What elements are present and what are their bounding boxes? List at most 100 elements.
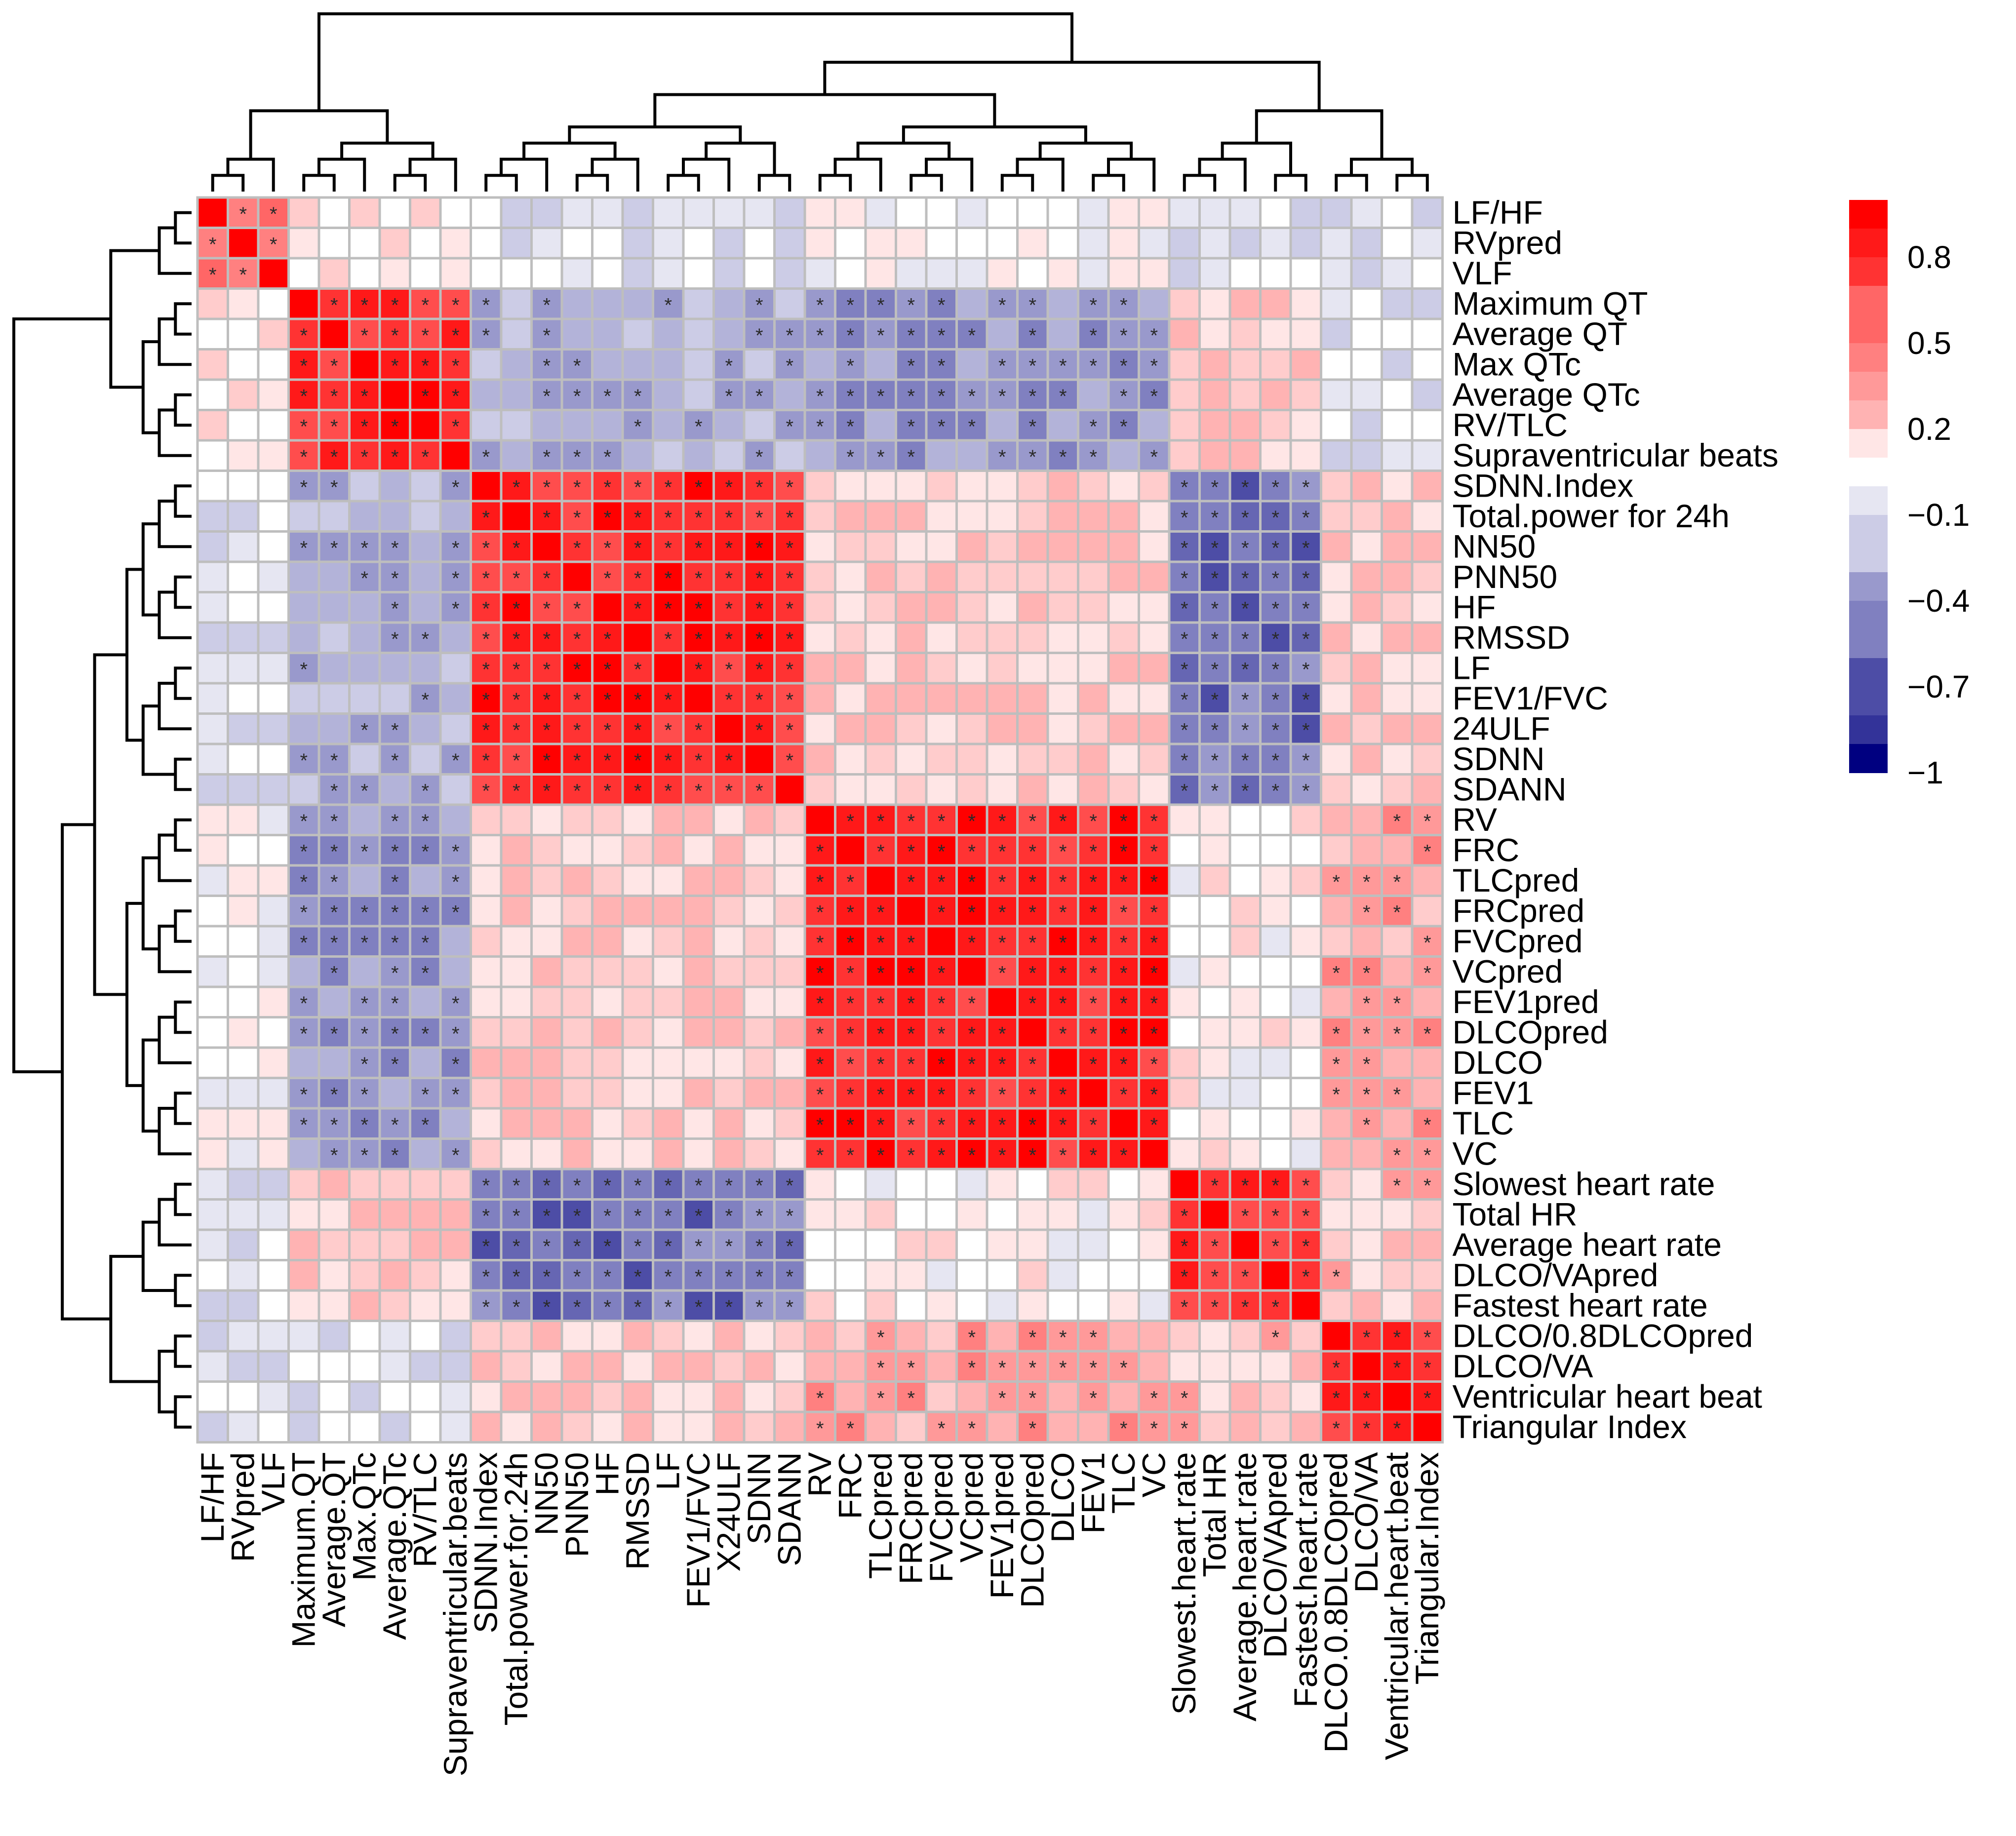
significance-star: * (603, 719, 611, 741)
heatmap-cell (1289, 1410, 1322, 1444)
heatmap-cell (257, 1077, 290, 1110)
heatmap-cell (925, 1259, 958, 1292)
significance-star: * (755, 446, 763, 468)
heatmap-cell (1046, 652, 1079, 685)
heatmap-cell (317, 1350, 351, 1383)
heatmap-cell (743, 895, 776, 928)
significance-star: * (998, 1114, 1006, 1136)
heatmap-cell (773, 1228, 806, 1261)
column-label: Fastest.heart.rate (1287, 1452, 1324, 1708)
heatmap-cell (1138, 955, 1171, 988)
significance-star: * (846, 1084, 854, 1105)
heatmap-cell (1168, 439, 1201, 472)
heatmap-cell (773, 378, 806, 411)
heatmap-cell (470, 652, 503, 685)
heatmap-cell (470, 196, 503, 229)
significance-star: * (1120, 871, 1128, 893)
significance-star: * (1059, 1144, 1067, 1166)
heatmap-cell (317, 1289, 351, 1322)
significance-star: * (1271, 598, 1279, 620)
significance-star: * (1181, 1387, 1188, 1409)
heatmap-cell (348, 469, 381, 503)
significance-star: * (1363, 962, 1371, 984)
heatmap-cell (257, 712, 290, 745)
heatmap-cell (773, 773, 806, 806)
heatmap-cell (955, 1168, 988, 1201)
heatmap-cell (1259, 1046, 1292, 1079)
heatmap-cell (409, 1410, 442, 1444)
heatmap-cell (470, 955, 503, 988)
heatmap-cell (1320, 196, 1353, 229)
heatmap-cell (955, 742, 988, 776)
significance-star: * (816, 416, 824, 437)
heatmap-cell (652, 1320, 685, 1353)
heatmap-cell (1168, 560, 1201, 593)
heatmap-cell (287, 1137, 320, 1171)
significance-star: * (968, 325, 976, 347)
colorbar-segment (1849, 229, 1888, 258)
column-label: RMSSD (619, 1452, 656, 1570)
heatmap-cell (560, 1016, 593, 1049)
heatmap-cell (1259, 287, 1292, 320)
heatmap-cell (560, 1380, 593, 1413)
significance-star: * (330, 446, 338, 468)
heatmap-cell (439, 803, 472, 836)
heatmap-cell (1138, 1410, 1171, 1444)
heatmap-cell (409, 1289, 442, 1322)
heatmap-cell (803, 1380, 836, 1413)
heatmap-cell (803, 1320, 836, 1353)
significance-star: * (1028, 1327, 1036, 1348)
heatmap-cell (864, 621, 897, 654)
heatmap-cell (1107, 317, 1140, 351)
heatmap-cell (682, 378, 715, 411)
significance-star: * (573, 476, 581, 498)
heatmap-cell (1289, 803, 1322, 836)
heatmap-cell (196, 621, 229, 654)
significance-star: * (664, 1175, 672, 1197)
heatmap-cell (500, 378, 533, 411)
heatmap-cell (682, 985, 715, 1018)
colorbar-segment (1849, 544, 1888, 573)
significance-star: * (877, 1144, 885, 1166)
heatmap-cell (834, 227, 867, 260)
heatmap-cell (682, 287, 715, 320)
heatmap-cell (1107, 500, 1140, 533)
significance-star: * (1150, 1084, 1158, 1105)
heatmap-cell (955, 1289, 988, 1322)
heatmap-cell (257, 1137, 290, 1171)
significance-star: * (452, 993, 460, 1015)
heatmap-cell (1411, 500, 1444, 533)
heatmap-cell (864, 227, 897, 260)
heatmap-cell (773, 1016, 806, 1049)
heatmap-cell (1016, 196, 1049, 229)
significance-star: * (543, 750, 551, 772)
heatmap-cell (834, 469, 867, 503)
heatmap-cell (955, 1107, 988, 1140)
heatmap-cell (378, 1077, 411, 1110)
heatmap-cell (1077, 591, 1110, 624)
significance-star: * (998, 962, 1006, 984)
significance-star: * (421, 386, 429, 407)
significance-star: * (1181, 750, 1188, 772)
heatmap-cell (1198, 1350, 1231, 1383)
heatmap-cell (470, 348, 503, 381)
significance-star: * (1363, 993, 1371, 1015)
significance-star: * (1332, 1023, 1340, 1045)
heatmap-cell (348, 500, 381, 533)
heatmap-cell (378, 469, 411, 503)
heatmap-cell (743, 834, 776, 867)
significance-star: * (543, 1296, 551, 1318)
significance-star: * (664, 294, 672, 316)
significance-star: * (968, 871, 976, 893)
heatmap-cell (864, 1259, 897, 1292)
heatmap-cell (1046, 985, 1079, 1018)
heatmap-cell (1168, 1137, 1201, 1171)
heatmap-cell (743, 925, 776, 958)
significance-star: * (1423, 841, 1431, 862)
heatmap-cell (1289, 1016, 1322, 1049)
significance-star: * (543, 386, 551, 407)
heatmap-cell (530, 500, 563, 533)
colorbar-tick-label: 0.2 (1907, 411, 1951, 447)
significance-star: * (513, 598, 520, 620)
heatmap-cell (409, 985, 442, 1018)
